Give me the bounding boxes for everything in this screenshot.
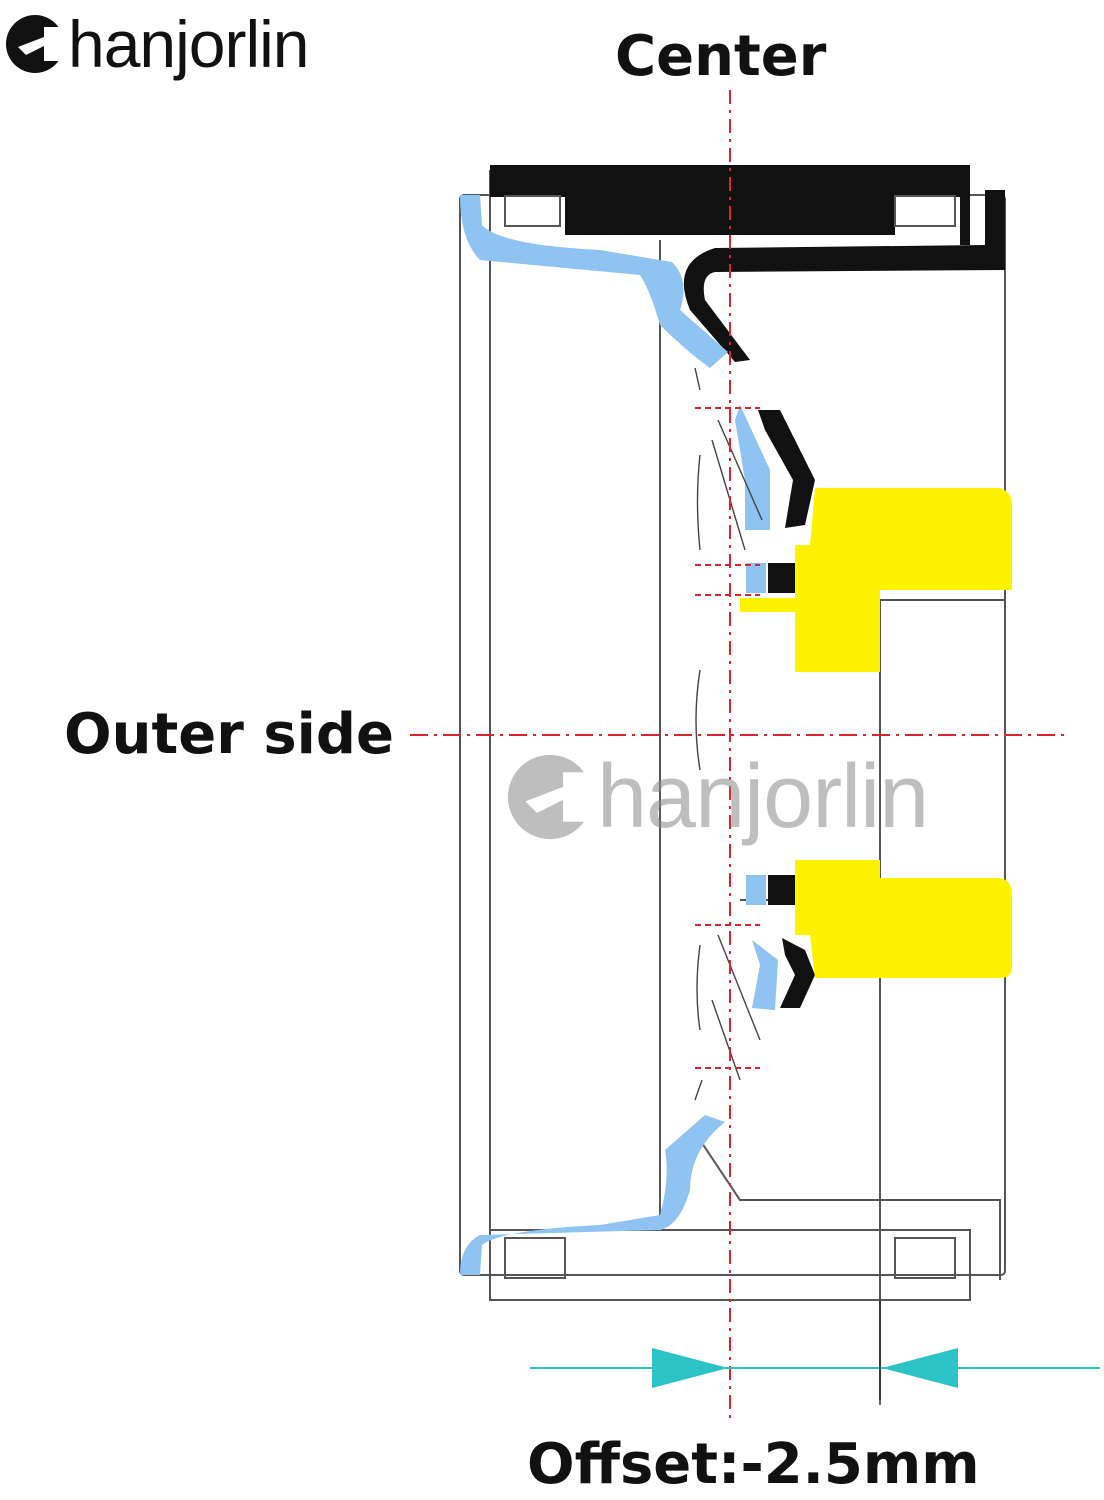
wheel-profile-top — [460, 195, 728, 368]
center-label: Center — [615, 24, 827, 89]
yellow-hub-lower — [795, 860, 1012, 978]
inner-blue-lower — [752, 940, 778, 1010]
offset-dimension — [530, 1300, 1100, 1405]
inner-blue-upper — [735, 405, 770, 530]
c-swoosh-watermark-icon — [507, 754, 595, 840]
notch-right — [894, 195, 956, 227]
watermark: hanjorlin — [505, 742, 929, 852]
offset-arrow-left — [652, 1348, 728, 1388]
hatch-lines — [694, 367, 763, 1101]
blue-block-upper — [746, 563, 766, 593]
offset-arrow-right — [882, 1348, 958, 1388]
watermark-text: hanjorlin — [597, 746, 929, 847]
blue-block-lower — [746, 875, 766, 905]
outer-side-label: Outer side — [64, 702, 394, 767]
notch-left — [504, 195, 561, 227]
brand-logo: hanjorlin — [4, 4, 309, 84]
brand-name: hanjorlin — [68, 7, 309, 81]
red-reference-lines — [410, 90, 1070, 1420]
black-block-upper — [768, 563, 796, 593]
black-block-lower — [768, 875, 796, 905]
wheel-profile-bottom — [460, 1115, 725, 1275]
offset-label: Offset:-2.5mm — [527, 1432, 980, 1497]
inner-black-lower — [780, 938, 815, 1008]
c-swoosh-logo-icon — [6, 15, 66, 73]
yellow-hub-upper — [740, 488, 1012, 672]
inner-black-upper — [758, 410, 815, 528]
